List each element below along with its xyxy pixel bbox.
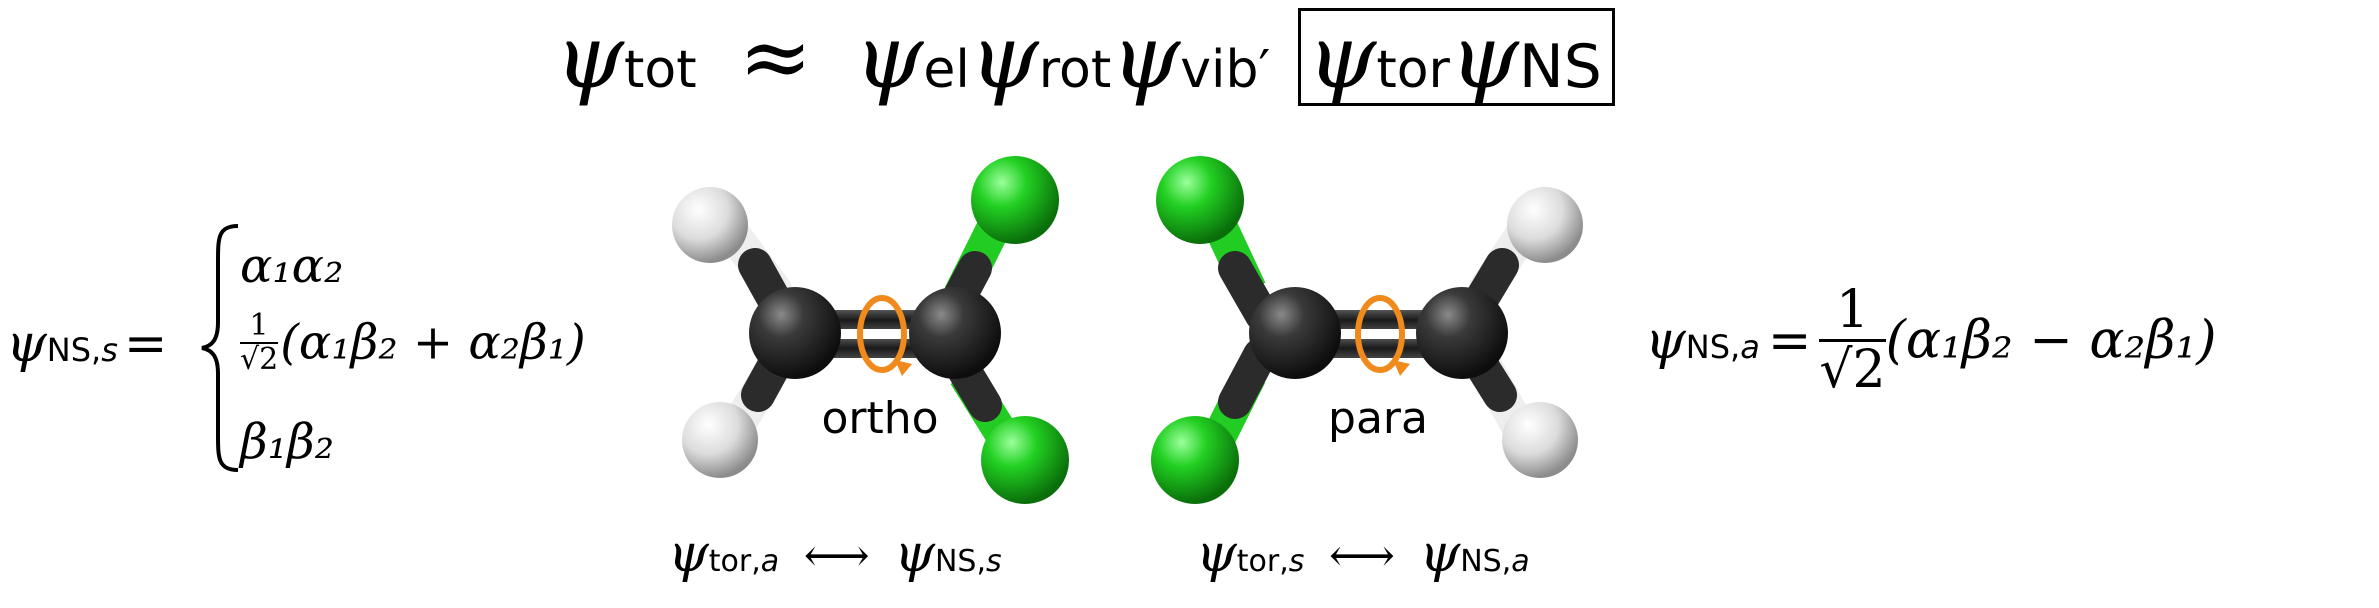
ortho-chlorine-top	[971, 156, 1059, 244]
para-label: para	[1328, 393, 1428, 444]
ortho-molecule: ortho	[672, 156, 1069, 504]
main-equation: ψtot ≈ ψelψrotψvib′ ψtorψNS	[555, 5, 1615, 108]
case-1: α₁α₂	[240, 238, 344, 294]
para-carbon-right	[1416, 287, 1508, 379]
right-fraction: 1 √2	[1819, 280, 1886, 401]
left-brace	[201, 224, 239, 472]
para-carbon-left	[1249, 287, 1341, 379]
para-rotation-arrow	[1355, 295, 1410, 376]
psi-vib: ψvib′	[1111, 5, 1271, 108]
para-chlorine-bottom	[1151, 416, 1239, 504]
para-hydrogen-top	[1507, 187, 1583, 263]
boxed-factors: ψtorψNS	[1298, 5, 1615, 108]
psi-tot-sub: tot	[624, 40, 697, 100]
ortho-carbon-left	[749, 287, 841, 379]
psi-tot: ψtot	[555, 5, 697, 108]
ortho-label: ortho	[821, 393, 938, 444]
para-correlation: ψtor,s ⟷ ψNS,a	[1196, 524, 1530, 584]
para-chlorine-top	[1156, 156, 1244, 244]
psi-tor: ψtor	[1307, 5, 1450, 108]
ortho-carbon-right	[909, 287, 1001, 379]
ortho-chlorine-bottom	[981, 416, 1069, 504]
left-equals: =	[123, 314, 168, 374]
ortho-double-arrow: ⟷	[803, 528, 870, 582]
psi-el: ψel	[854, 5, 970, 108]
para-double-arrow: ⟷	[1328, 528, 1395, 582]
case-2: 1 √2 (α₁β₂ + α₂β₁)	[240, 308, 586, 377]
para-molecule: para	[1151, 156, 1583, 504]
ortho-hydrogen-bottom	[682, 402, 758, 478]
case-3: β₁β₂	[240, 414, 334, 470]
case-2-fraction: 1 √2	[240, 308, 279, 377]
left-equation-lhs: ψNS,s=	[6, 314, 168, 374]
ortho-rotation-arrow	[857, 295, 912, 376]
ortho-correlation: ψtor,a ⟷ ψNS,s	[668, 524, 1002, 584]
ortho-hydrogen-top	[672, 187, 748, 263]
right-equation: ψNS,a= 1 √2 (α₁β₂ − α₂β₁)	[1645, 280, 2217, 401]
approx-sign: ≈	[738, 5, 813, 108]
para-hydrogen-bottom	[1502, 402, 1578, 478]
molecules: ortho	[672, 156, 1583, 504]
psi-rot: ψrot	[969, 5, 1112, 108]
psi-ns: ψNS	[1449, 5, 1602, 108]
